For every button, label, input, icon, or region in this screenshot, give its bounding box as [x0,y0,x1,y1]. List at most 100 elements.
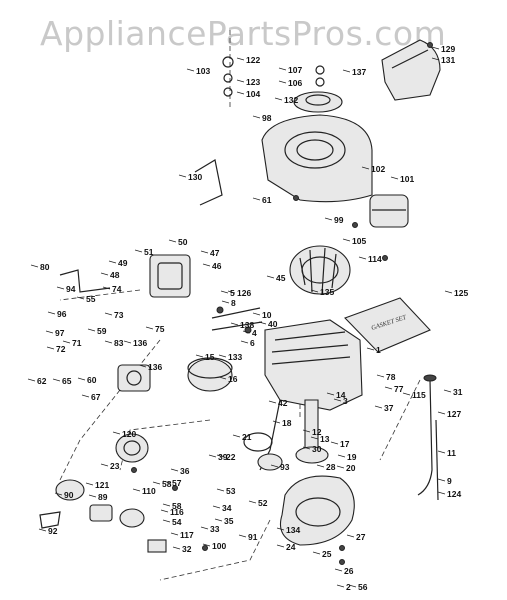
callout-leader-line [200,250,209,254]
callout-leader-line [162,480,171,484]
part-callout: 49 [118,258,128,268]
callout-leader-line [390,176,399,180]
callout-leader-line [227,290,236,294]
part-callout: 89 [98,492,108,502]
part-callout: 114 [368,254,382,264]
callout-leader-line [276,544,285,548]
callout-leader-line [348,584,357,588]
part-callout: 74 [112,284,122,294]
part-callout: 31 [453,387,463,397]
callout-leader-line [242,330,251,334]
rotating-screen [293,91,343,113]
callout-leader-line [236,57,245,61]
part-callout: 136 [148,362,162,372]
callout-leader-line [168,239,177,243]
callout-leader-line [342,69,351,73]
callout-leader-line [208,454,217,458]
callout-leader-line [324,217,333,221]
part-callout: 75 [155,324,165,334]
callout-leader-line [337,454,346,458]
callout-leader-line [27,378,36,382]
part-callout: 1 [376,345,381,355]
part-callout: 116 [170,507,184,517]
callout-leader-line [443,389,452,393]
callout-leader-line [214,518,223,522]
callout-leader-line [278,80,287,84]
callout-leader-line [236,79,245,83]
callout-leader-line [258,321,267,325]
callout-leader-line [152,481,161,485]
callout-leader-line [437,478,446,482]
part-callout: 51 [144,247,154,257]
part-callout: 39 [218,452,228,462]
callout-leader-line [76,296,85,300]
callout-leader-line [252,312,261,316]
part-callout: 58 [172,501,182,511]
muffler [369,194,409,228]
callout-leader-line [104,312,113,316]
part-callout: 54 [172,517,182,527]
part-callout: 71 [72,338,82,348]
callout-leader-line [336,584,345,588]
part-callout: 67 [91,392,101,402]
callout-leader-line [38,528,47,532]
part-callout: 33 [210,524,220,534]
callout-leader-line [266,275,275,279]
carburetor-diaphragm [149,254,191,298]
part-callout: 28 [326,462,336,472]
callout-leader-line [376,374,385,378]
part-callout: 60 [87,375,97,385]
part-callout: 52 [258,498,268,508]
callout-leader-line [238,534,247,538]
part-callout: 94 [66,284,76,294]
callout-leader-line [240,340,249,344]
callout-leader-line [202,543,211,547]
callout-leader-line [361,166,370,170]
callout-leader-line [312,551,321,555]
part-callout: 42 [278,398,288,408]
callout-leader-line [437,450,446,454]
part-callout: 57 [172,478,182,488]
callout-leader-line [216,454,225,458]
part-callout: 134 [286,525,300,535]
callout-leader-line [431,46,440,50]
part-callout: 23 [110,461,120,471]
callout-leader-line [104,340,113,344]
callout-leader-line [56,286,65,290]
part-callout: 17 [340,439,350,449]
part-callout: 83 [114,338,124,348]
callout-leader-line [202,263,211,267]
part-callout: 8 [231,298,236,308]
part-callout: 73 [114,310,124,320]
callout-leader-line [334,568,343,572]
part-callout: 58 [162,479,172,489]
callout-leader-line [100,463,109,467]
callout-leader-line [268,400,277,404]
part-callout: 47 [210,248,220,258]
part-callout: 21 [242,432,252,442]
part-callout: 16 [228,374,238,384]
callout-leader-line [272,420,281,424]
callout-leader-line [310,289,319,293]
callout-leader-line [276,527,285,531]
part-callout: 106 [288,78,302,88]
part-callout: 53 [226,486,236,496]
part-callout: 122 [246,55,260,65]
callout-leader-line [102,286,111,290]
callout-leader-line [248,500,257,504]
part-callout: 15 [205,352,215,362]
flywheel [289,245,351,295]
part-callout: 133 [228,352,242,362]
part-callout: 93 [280,462,290,472]
part-callout: 131 [441,55,455,65]
part-callout: 138 [240,320,254,330]
crankshaft [295,399,329,464]
part-callout: 35 [224,516,234,526]
callout-leader-line [170,468,179,472]
callout-leader-line [384,386,393,390]
part-callout: 46 [212,261,222,271]
part-callout: 120 [122,429,136,439]
callout-labels: 1291311371031221231041071061329810210113… [27,44,468,592]
crankcase-base [279,475,355,546]
